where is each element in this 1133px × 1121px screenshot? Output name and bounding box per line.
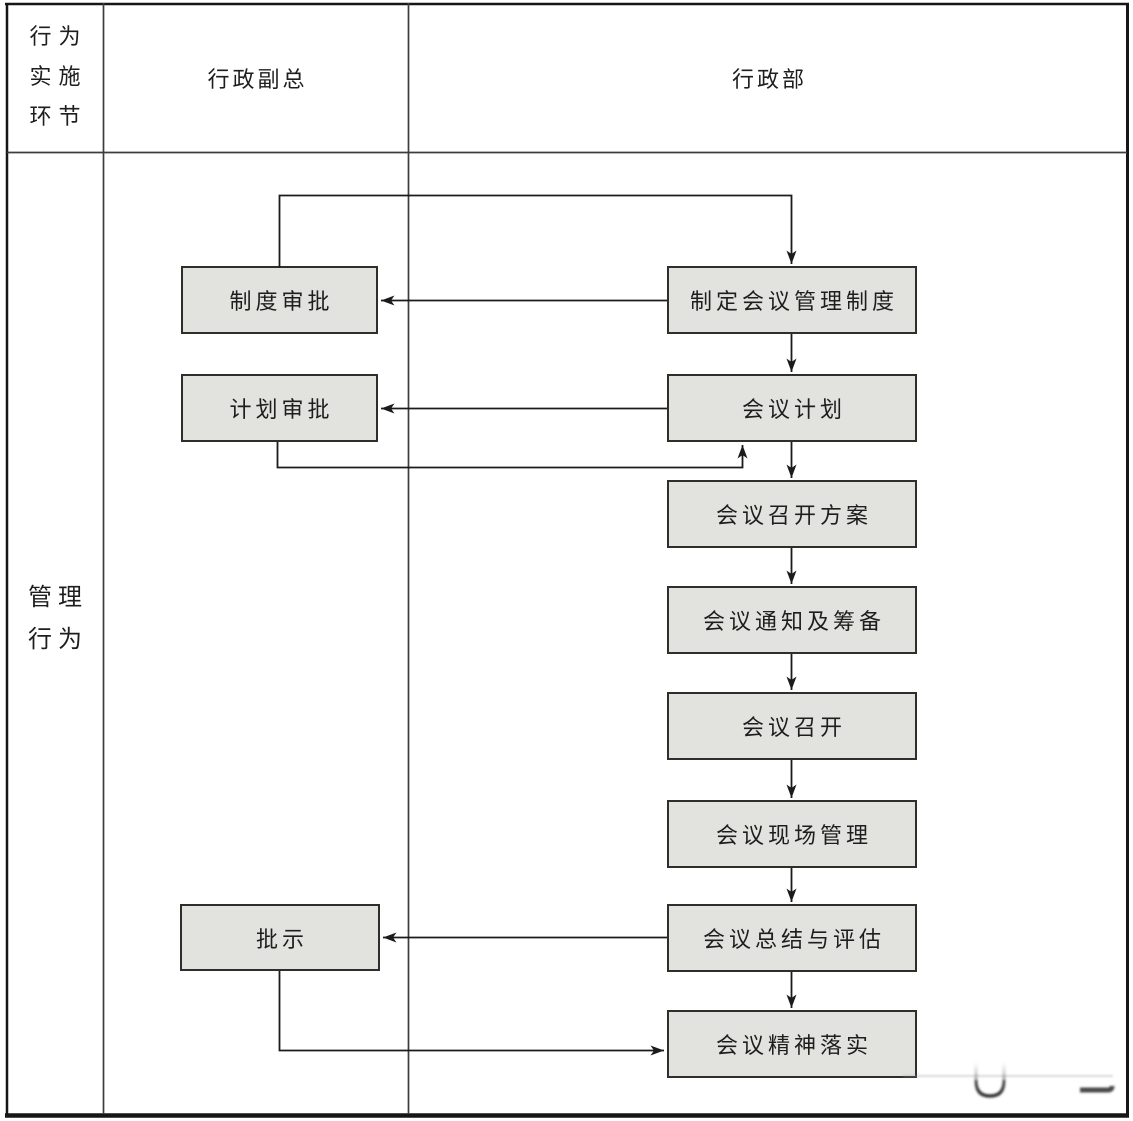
header-cell-vp-lane: 行政副总 [207,67,308,93]
edge-instructions-to-spirit-implementation [278,971,664,1056]
flow-box-instructions: 批示 [180,904,380,971]
flow-box-meeting-plan: 会议计划 [667,374,917,442]
flow-box-onsite-management: 会议现场管理 [667,800,917,868]
edge-plan-approval-to-meeting-plan [276,442,748,469]
flow-box-notice-preparation: 会议通知及筹备 [667,586,917,654]
flow-box-plan-approval: 计划审批 [181,374,378,442]
flow-box-meeting-scheme: 会议召开方案 [667,480,917,548]
header-cell-dept-lane: 行政部 [731,67,807,93]
flow-box-summary-evaluation: 会议总结与评估 [667,904,917,972]
row-label-management-behavior: 管理 行为 [28,583,88,653]
flow-box-system-approval: 制度审批 [181,266,378,334]
flow-box-draft-meeting-system: 制定会议管理制度 [667,266,917,334]
edge-system-approval-to-draft-system [278,194,797,267]
grid-lines [5,2,1129,1118]
watermark-smudge [903,1062,1115,1098]
flow-box-meeting-convene: 会议召开 [667,692,917,760]
header-cell-steps: 行为 实施 环节 [29,24,88,130]
flow-box-spirit-implementation: 会议精神落实 [667,1010,917,1078]
